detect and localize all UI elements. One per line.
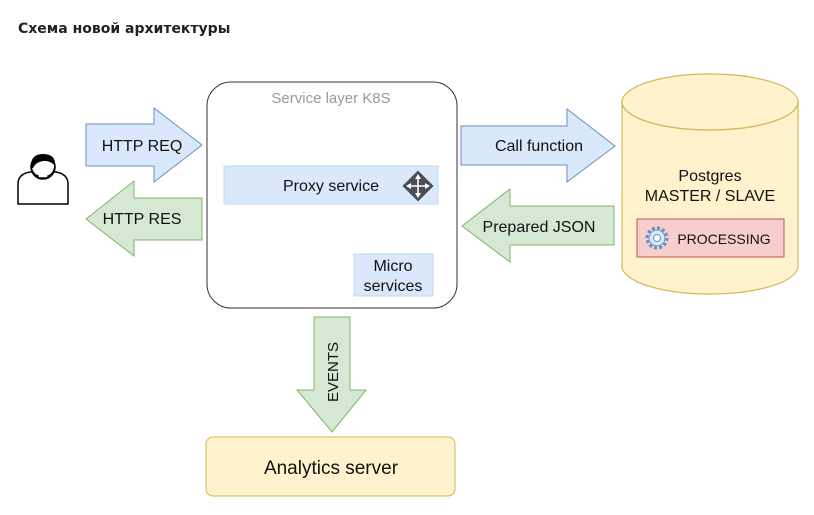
micro-services-label-line1: Micro bbox=[373, 258, 412, 275]
micro-services-box: Micro services bbox=[353, 253, 434, 297]
events-arrow: EVENTS bbox=[295, 316, 368, 433]
proxy-service-label: Proxy service bbox=[283, 178, 379, 195]
page-title: Схема новой архитектуры bbox=[18, 21, 231, 37]
events-label: EVENTS bbox=[325, 342, 342, 402]
call-function-arrow: Call function bbox=[460, 107, 616, 183]
service-layer-label: Service layer K8S bbox=[271, 90, 390, 107]
user-icon bbox=[17, 154, 69, 205]
http-req-arrow: HTTP REQ bbox=[85, 106, 203, 184]
processing-box: PROCESSING bbox=[636, 218, 785, 258]
postgres-label-line2: MASTER / SLAVE bbox=[645, 188, 775, 205]
processing-label: PROCESSING bbox=[677, 231, 770, 247]
prepared-json-label: Prepared JSON bbox=[483, 219, 596, 236]
http-res-label: HTTP RES bbox=[103, 211, 182, 228]
micro-services-label-line2: services bbox=[364, 278, 423, 295]
http-res-arrow: HTTP RES bbox=[85, 179, 203, 258]
http-req-label: HTTP REQ bbox=[102, 138, 183, 155]
postgres-cylinder: Postgres MASTER / SLAVE bbox=[621, 73, 799, 295]
gear-icon bbox=[645, 226, 669, 250]
analytics-server-label: Analytics server bbox=[264, 458, 399, 479]
call-function-label: Call function bbox=[495, 138, 583, 155]
proxy-service-box: Proxy service bbox=[223, 165, 439, 205]
prepared-json-arrow: Prepared JSON bbox=[461, 187, 615, 263]
analytics-server-box: Analytics server bbox=[205, 436, 456, 497]
postgres-label-line1: Postgres bbox=[678, 168, 741, 185]
proxy-router-icon bbox=[402, 170, 434, 202]
